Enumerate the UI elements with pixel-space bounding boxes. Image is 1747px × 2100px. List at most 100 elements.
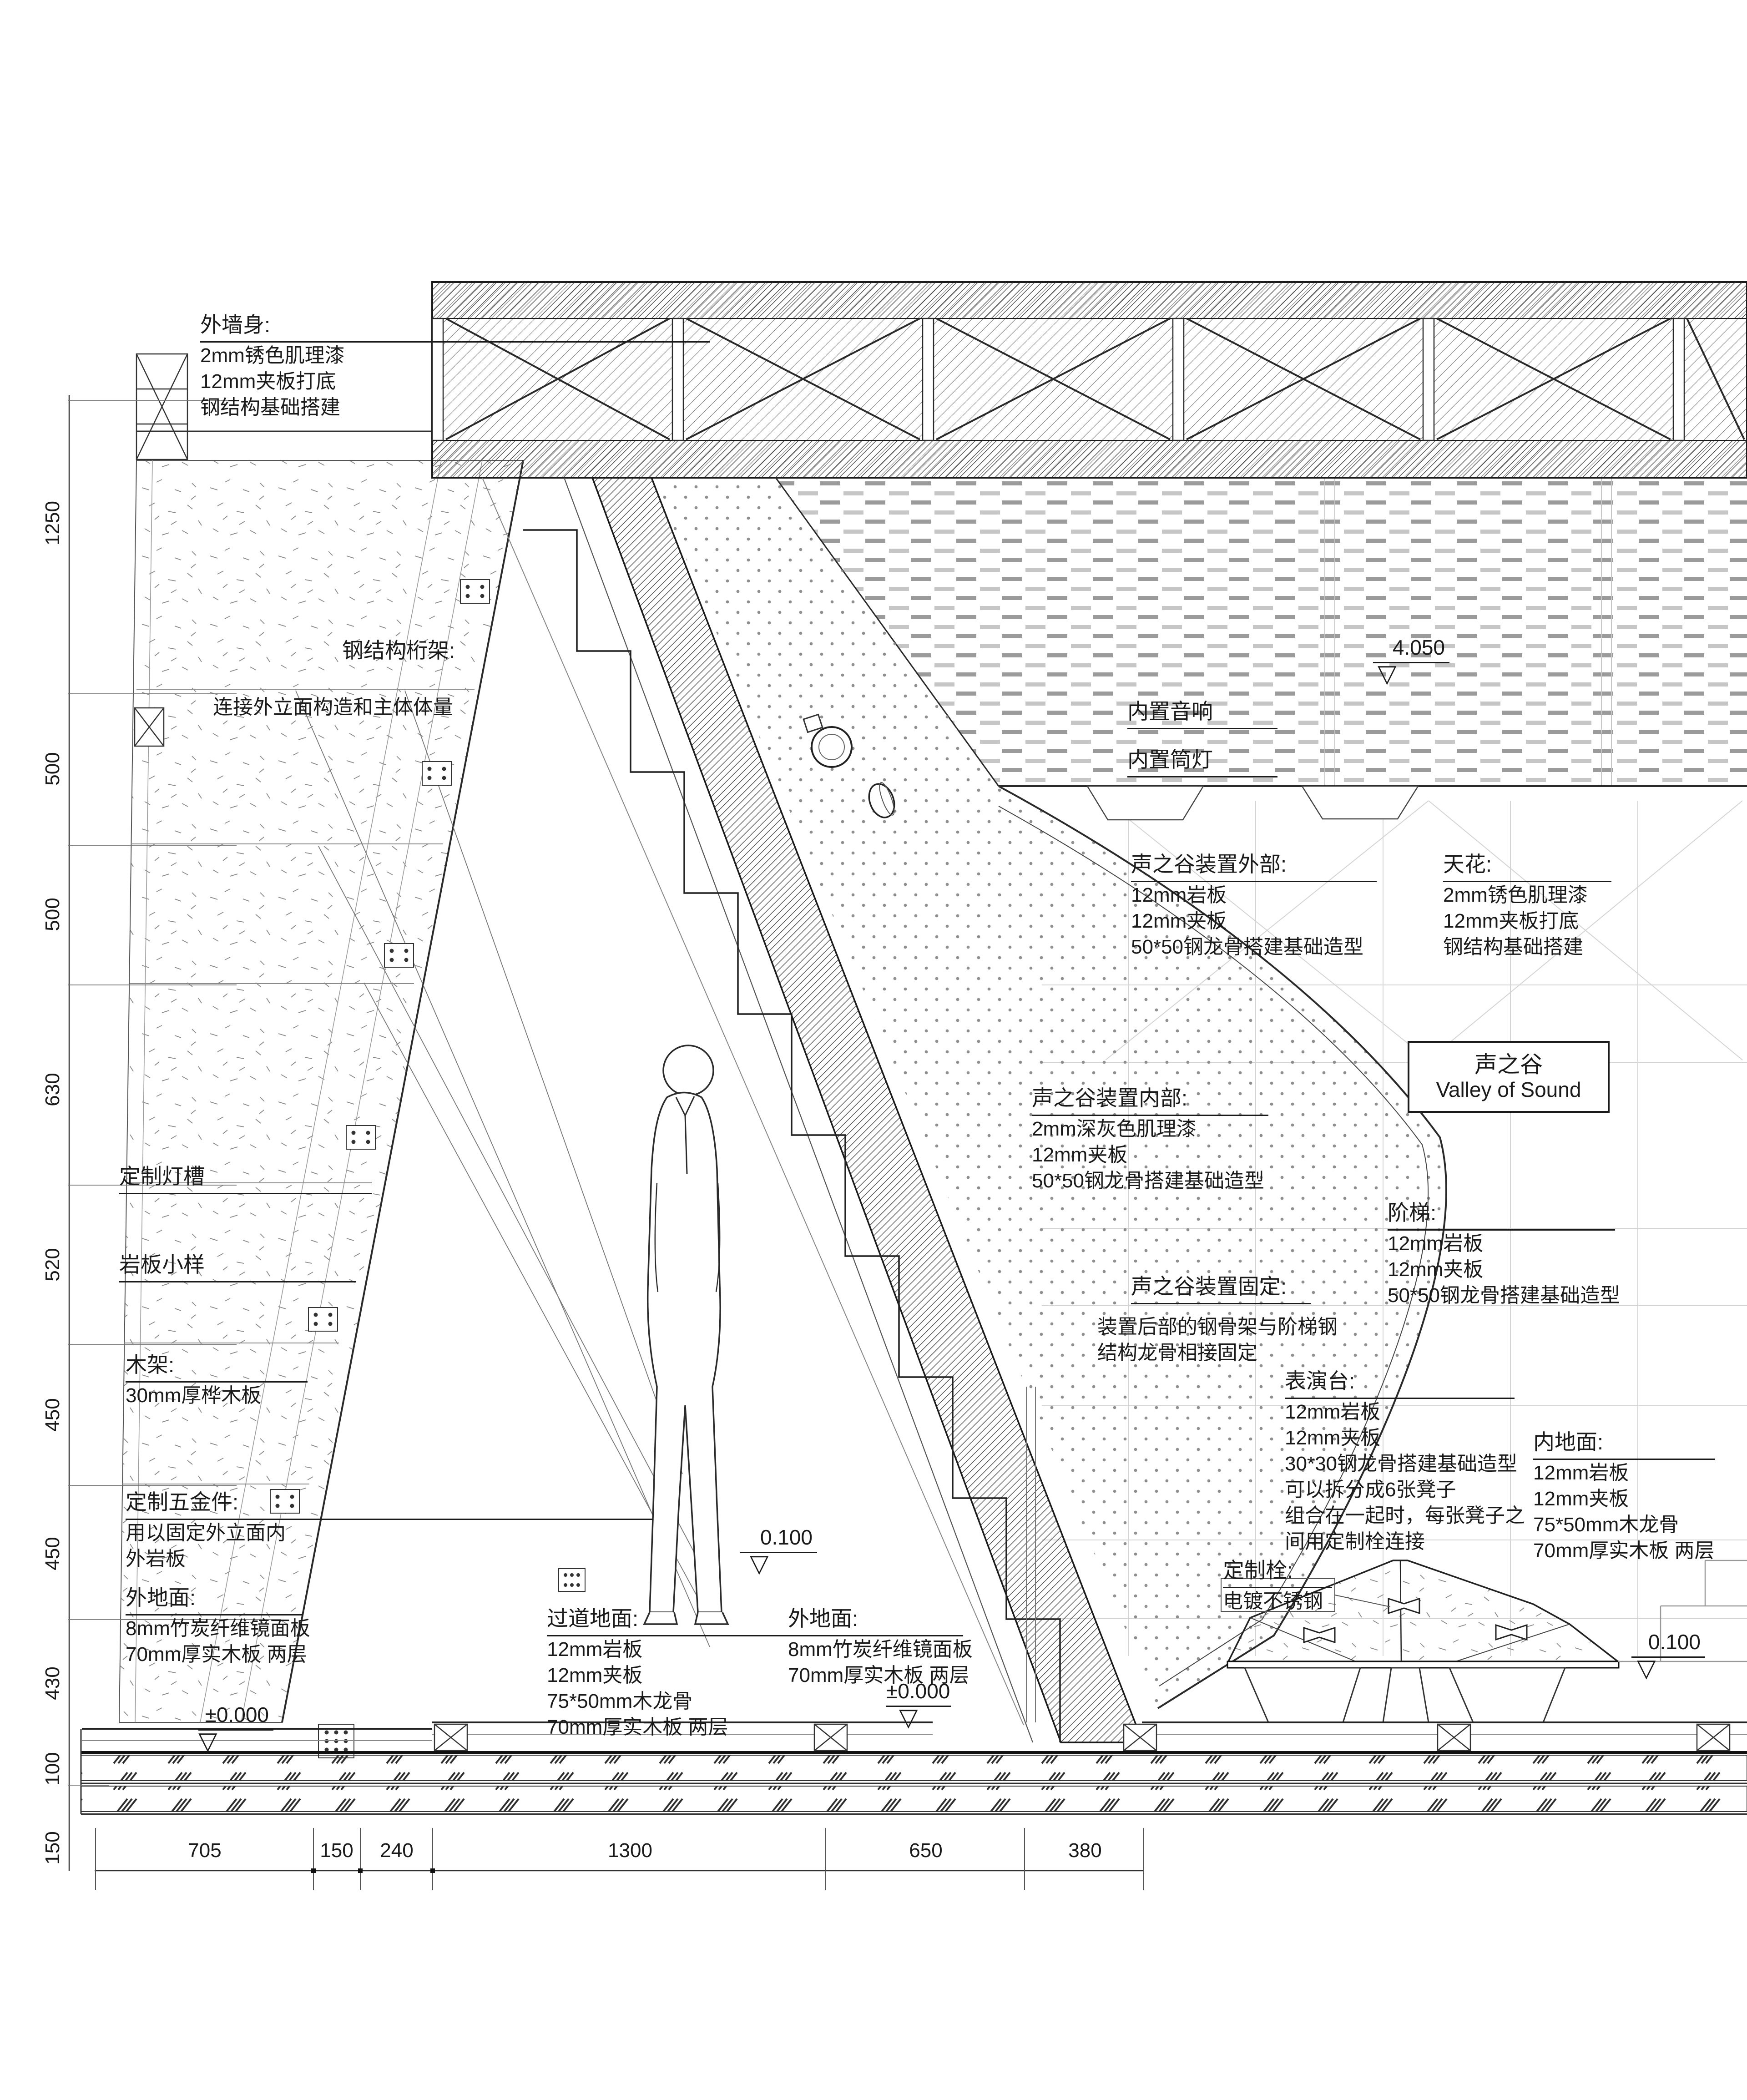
- annotation-leader-rule: [119, 1192, 372, 1194]
- elevation-value: ±0.000: [886, 1680, 951, 1707]
- ceiling-zone: [775, 477, 1747, 821]
- annotation-line: 30mm厚桦木板: [126, 1384, 262, 1407]
- annotation-line: 8mm竹炭纤维镜面板: [788, 1638, 973, 1661]
- annotation-title: 过道地面:: [547, 1606, 639, 1631]
- annotation-line: 结构龙骨相接固定: [1097, 1342, 1257, 1364]
- elevation-marker-ceiling-level: 4.050▽: [1373, 636, 1449, 686]
- dimension-label-bottom: 380: [1068, 1839, 1102, 1862]
- annotation-line: 30*30钢龙骨搭建基础造型: [1285, 1452, 1518, 1475]
- annotation-speaker: 内置音响: [1127, 699, 1277, 729]
- annotation-leader-rule: [126, 1518, 653, 1520]
- annotation-downlight: 内置筒灯: [1127, 747, 1277, 777]
- annotation-line: 50*50钢龙骨搭建基础造型: [1131, 935, 1364, 958]
- top-left-column: [134, 353, 432, 747]
- annotation-line: 12mm夹板: [1131, 909, 1227, 932]
- dimension-label-bottom: 150: [320, 1839, 353, 1862]
- annotation-device-fixing: 声之谷装置固定:: [1131, 1274, 1311, 1304]
- annotation-light-trough: 定制灯槽: [119, 1164, 372, 1194]
- annotation-leader-rule: [119, 1281, 356, 1282]
- elevation-triangle-icon: ▽: [198, 1727, 217, 1755]
- annotation-line: 70mm厚实木板 两层: [788, 1664, 969, 1686]
- annotation-leader-rule: [1127, 727, 1277, 729]
- dimension-label-bottom: 705: [188, 1839, 222, 1862]
- annotation-title: 外地面:: [788, 1606, 858, 1631]
- right-steps: [1618, 1560, 1747, 1662]
- bolt-connector-icon: [1303, 1597, 1528, 1644]
- annotation-title: 钢结构桁架:: [342, 638, 455, 662]
- annotation-title: 内置音响: [1127, 699, 1213, 723]
- dimension-label-left: 450: [41, 1398, 64, 1432]
- annotation-title: 内地面:: [1533, 1430, 1604, 1454]
- annotation-stone-sample: 岩板小样: [119, 1252, 356, 1282]
- annotation-title: 外墙身:: [200, 313, 271, 337]
- annotation-line: 装置后部的钢骨架与阶梯钢: [1097, 1316, 1338, 1338]
- annotation-title: 声之谷装置固定:: [1131, 1274, 1287, 1298]
- annotation-line: 钢结构基础搭建: [1443, 935, 1583, 958]
- spotlight-icons: [803, 713, 895, 818]
- annotation-truss-body: 连接外立面构造和主体体量: [213, 691, 453, 720]
- annotation-line: 8mm竹炭纤维镜面板: [126, 1617, 310, 1640]
- annotation-title: 天花:: [1443, 852, 1492, 876]
- annotation-leader-rule: [1223, 1586, 1332, 1588]
- elevation-value: 4.050: [1373, 636, 1449, 663]
- annotation-line: 75*50mm木龙骨: [1533, 1513, 1679, 1536]
- annotation-title: 定制五金件:: [126, 1490, 239, 1514]
- annotation-line: 50*50钢龙骨搭建基础造型: [1032, 1169, 1265, 1192]
- annotation-line: 12mm夹板: [1032, 1143, 1128, 1166]
- floor-assembly: [80, 1721, 1747, 1815]
- annotation-leader-rule: [547, 1635, 827, 1636]
- annotation-line: 间用定制栓连接: [1285, 1530, 1425, 1553]
- annotation-bolt: 定制栓:电镀不锈钢: [1223, 1558, 1332, 1614]
- annotation-title: 外地面:: [126, 1585, 196, 1610]
- annotation-title: 木架:: [126, 1353, 175, 1377]
- dimension-label-bottom: 650: [909, 1839, 943, 1862]
- elevation-value: ±0.000: [198, 1703, 273, 1731]
- annotation-title: 岩板小样: [119, 1252, 205, 1277]
- elevation-value: 0.100: [1631, 1631, 1705, 1658]
- annotation-line: 70mm厚实木板 两层: [1533, 1539, 1715, 1562]
- dimension-label-left: 630: [41, 1073, 64, 1106]
- annotation-line: 12mm夹板: [1285, 1426, 1381, 1449]
- annotation-line: 外岩板: [126, 1547, 186, 1570]
- drawing-title-box: 声之谷 Valley of Sound: [1408, 1041, 1610, 1113]
- dimension-label-left: 500: [41, 898, 64, 931]
- dimension-label-left: 100: [41, 1752, 64, 1786]
- annotation-leader-rule: [1127, 776, 1277, 777]
- annotation-line: 12mm夹板: [1533, 1487, 1629, 1510]
- annotation-leader-rule: [1131, 880, 1377, 882]
- annotation-line: 12mm岩板: [1285, 1400, 1381, 1423]
- annotation-line: 12mm夹板: [547, 1664, 643, 1686]
- annotation-line: 组合在一起时，每张凳子之: [1285, 1504, 1525, 1527]
- dimension-label-left: 520: [41, 1248, 64, 1282]
- annotation-line: 2mm锈色肌理漆: [200, 344, 345, 367]
- annotation-leader-rule: [126, 1614, 303, 1615]
- annotation-title: 内置筒灯: [1127, 747, 1213, 772]
- valley-surface: [653, 478, 1447, 1709]
- drawing-title-en: Valley of Sound: [1436, 1078, 1581, 1102]
- elevation-triangle-icon: ▽: [750, 1550, 769, 1577]
- dimension-label-left: 150: [41, 1831, 64, 1865]
- annotation-line: 12mm岩板: [547, 1638, 643, 1661]
- elevation-triangle-icon: ▽: [899, 1703, 918, 1731]
- annotation-line: 电镀不锈钢: [1223, 1590, 1323, 1612]
- elevation-marker-ground-level-mid: ±0.000▽: [886, 1680, 951, 1730]
- annotation-line: 用以固定外立面内: [126, 1521, 286, 1544]
- annotation-line: 2mm锈色肌理漆: [1443, 883, 1588, 906]
- annotation-leader-rule: [1032, 1114, 1268, 1116]
- annotation-line: 可以拆分成6张凳子: [1285, 1478, 1456, 1501]
- annotation-leader-rule: [126, 1381, 308, 1383]
- elevation-triangle-icon: ▽: [1637, 1654, 1656, 1682]
- dimension-lines: [68, 395, 1144, 1890]
- annotation-leader-rule: [1533, 1458, 1715, 1460]
- annotation-line: 12mm岩板: [1131, 883, 1227, 906]
- annotation-leader-rule: [1443, 880, 1611, 882]
- annotation-line: 连接外立面构造和主体体量: [213, 696, 453, 718]
- annotation-line: 75*50mm木龙骨: [547, 1690, 693, 1712]
